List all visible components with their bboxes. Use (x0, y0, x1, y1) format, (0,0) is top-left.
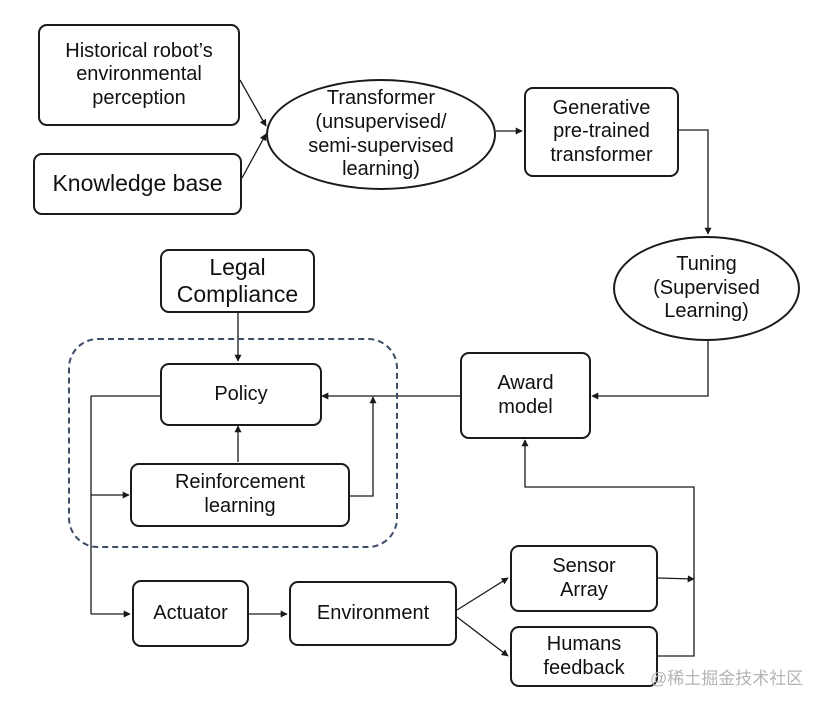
edge-historical-to-transformer (239, 79, 267, 127)
watermark-text: @稀土掘金技术社区 (650, 669, 804, 688)
node-policy: Policy (160, 363, 322, 426)
edge-knowledge-to-transformer (241, 133, 267, 179)
node-generative-pretrained-transformer: Generative pre-trained transformer (524, 87, 679, 177)
edge-gpt-to-tuning (679, 129, 712, 235)
node-knowledge-base: Knowledge base (33, 153, 242, 215)
edge-environment-to-humans (456, 616, 509, 657)
node-humans-feedback: Humans feedback (510, 626, 658, 687)
edge-tuning-to-award (591, 341, 709, 400)
node-environment: Environment (289, 581, 457, 646)
node-reinforcement-learning: Reinforcement learning (130, 463, 350, 527)
edge-environment-to-sensor (456, 577, 509, 611)
policy-learning-group-frame (68, 338, 398, 548)
node-legal-compliance: Legal Compliance (160, 249, 315, 313)
node-tuning: Tuning (Supervised Learning) (613, 236, 800, 341)
edge-reinforcement-to-award-line (350, 396, 377, 497)
node-actuator: Actuator (132, 580, 249, 647)
node-transformer: Transformer (unsupervised/ semi-supervis… (266, 79, 496, 190)
node-award-model: Award model (460, 352, 591, 439)
edge-sensor-output (657, 575, 695, 583)
node-historical-perception: Historical robot’s environmental percept… (38, 24, 240, 126)
edge-humans-output (521, 439, 695, 657)
node-sensor-array: Sensor Array (510, 545, 658, 612)
